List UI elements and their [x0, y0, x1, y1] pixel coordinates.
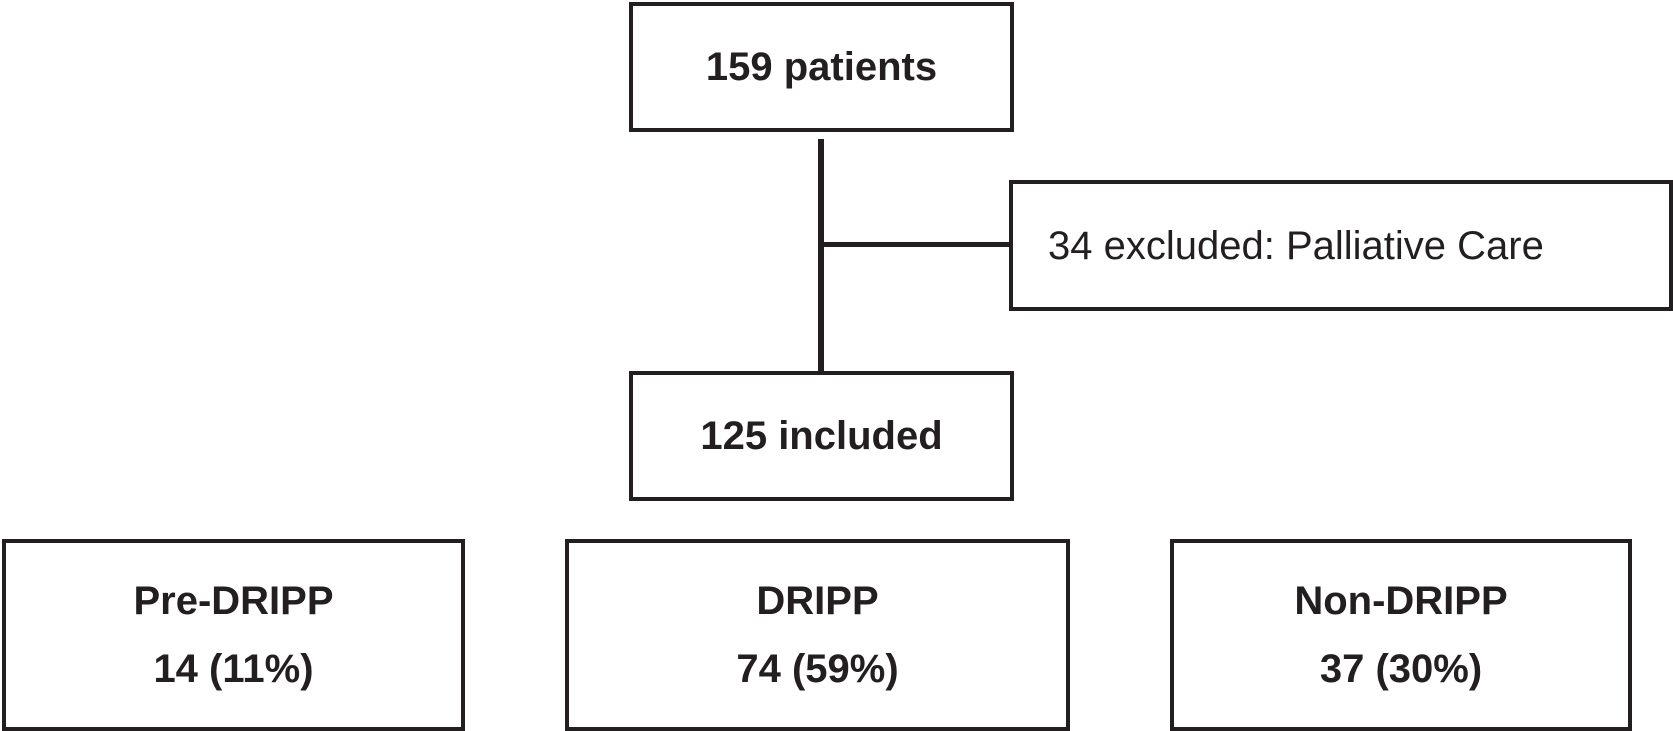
excluded-label: 34 excluded: Palliative Care: [1048, 223, 1544, 268]
group-count: 74 (59%): [736, 647, 899, 691]
group-count: 14 (11%): [153, 647, 314, 691]
total-patients-box: 159 patients: [629, 2, 1014, 132]
connector-exclusion-branch: [824, 242, 1010, 247]
group-box-pre-dripp: Pre-DRIPP 14 (11%): [2, 539, 465, 731]
connector-vertical: [818, 139, 824, 371]
group-box-non-dripp: Non-DRIPP 37 (30%): [1170, 539, 1632, 731]
group-name: Pre-DRIPP: [133, 579, 334, 623]
included-box: 125 included: [629, 371, 1014, 501]
included-label: 125 included: [700, 414, 943, 458]
total-patients-label: 159 patients: [705, 45, 938, 89]
group-name: DRIPP: [756, 579, 879, 623]
group-box-dripp: DRIPP 74 (59%): [565, 539, 1070, 731]
group-count: 37 (30%): [1319, 647, 1483, 691]
excluded-box: 34 excluded: Palliative Care: [1009, 180, 1673, 311]
group-name: Non-DRIPP: [1294, 579, 1508, 623]
